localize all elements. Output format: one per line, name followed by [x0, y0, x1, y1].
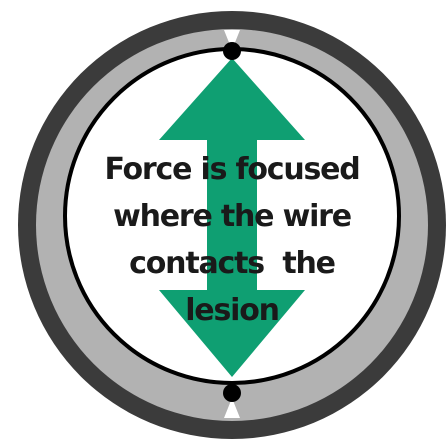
wire-notch-bottom: [224, 398, 240, 418]
arrow-shaft: [207, 110, 257, 340]
arrow-down-head: [159, 290, 305, 377]
caption-line-1: Force is focused: [104, 152, 360, 187]
wire-contact-dot-bottom: [223, 384, 241, 402]
force-caption: Force is focused where the wire contacts…: [96, 146, 368, 334]
double-vertical-arrow-icon: [159, 58, 305, 377]
caption-line-2: where the wire: [113, 199, 352, 234]
wire-notch-top: [224, 30, 240, 50]
arrow-up-head: [159, 58, 305, 140]
caption-line-3: contacts the: [129, 246, 336, 281]
wire-contact-dot-top: [223, 42, 241, 60]
caption-line-4: lesion: [185, 293, 280, 328]
